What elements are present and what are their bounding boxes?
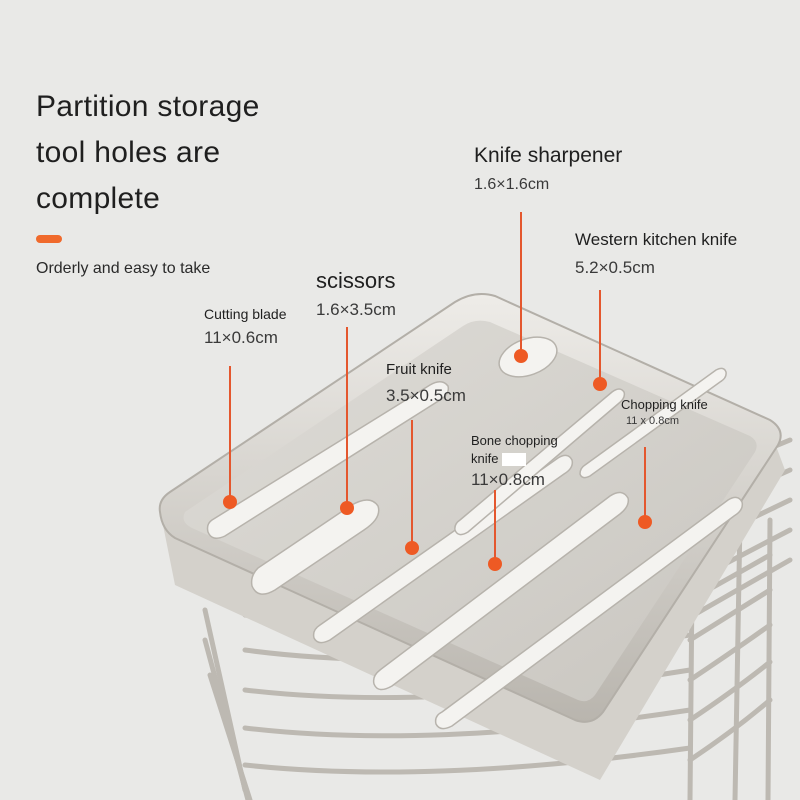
label-cutting-blade: Cutting blade 11×0.6cm <box>204 306 287 348</box>
marker-dots <box>223 349 652 571</box>
white-patch <box>502 453 527 467</box>
label-name: Fruit knife <box>386 361 452 378</box>
label-name: Chopping knife <box>621 397 708 412</box>
plate-side <box>162 430 785 780</box>
label-dims: 11×0.6cm <box>204 328 278 347</box>
label-name: Bone chopping <box>471 433 558 448</box>
label-bone-chopping-knife: Bone chopping knife 11×0.8cm <box>471 432 581 490</box>
label-name: Cutting blade <box>204 306 287 322</box>
label-dims: 1.6×3.5cm <box>316 300 396 319</box>
label-dims: 3.5×0.5cm <box>386 386 466 405</box>
slots <box>206 336 744 730</box>
accent-bar <box>36 235 62 243</box>
headline-line-1: Partition storage <box>36 90 260 123</box>
label-dims: 11×0.8cm <box>471 470 545 489</box>
label-name-2: knife <box>471 451 499 466</box>
label-name: Western kitchen knife <box>575 230 738 249</box>
label-name-line-2: knife <box>471 450 581 468</box>
label-chopping-knife: Chopping knife 11 x 0.8cm <box>621 397 708 427</box>
label-dims: 11 x 0.8cm <box>626 415 679 427</box>
label-name: Knife sharpener <box>474 144 623 167</box>
headline-line-2: tool holes are <box>36 136 221 169</box>
leader-lines <box>229 212 646 564</box>
headline-line-3: complete <box>36 182 161 215</box>
label-dims: 1.6×1.6cm <box>474 176 550 193</box>
headline: Partition storage tool holes are complet… <box>36 84 356 222</box>
label-scissors: scissors 1.6×3.5cm <box>316 268 396 320</box>
label-knife-sharpener: Knife sharpener 1.6×1.6cm <box>474 144 622 194</box>
label-name: scissors <box>316 268 396 293</box>
subtitle: Orderly and easy to take <box>36 260 211 277</box>
label-dims: 5.2×0.5cm <box>575 258 655 277</box>
label-fruit-knife: Fruit knife 3.5×0.5cm <box>386 361 466 406</box>
label-western-kitchen-knife: Western kitchen knife 5.2×0.5cm <box>575 230 737 278</box>
